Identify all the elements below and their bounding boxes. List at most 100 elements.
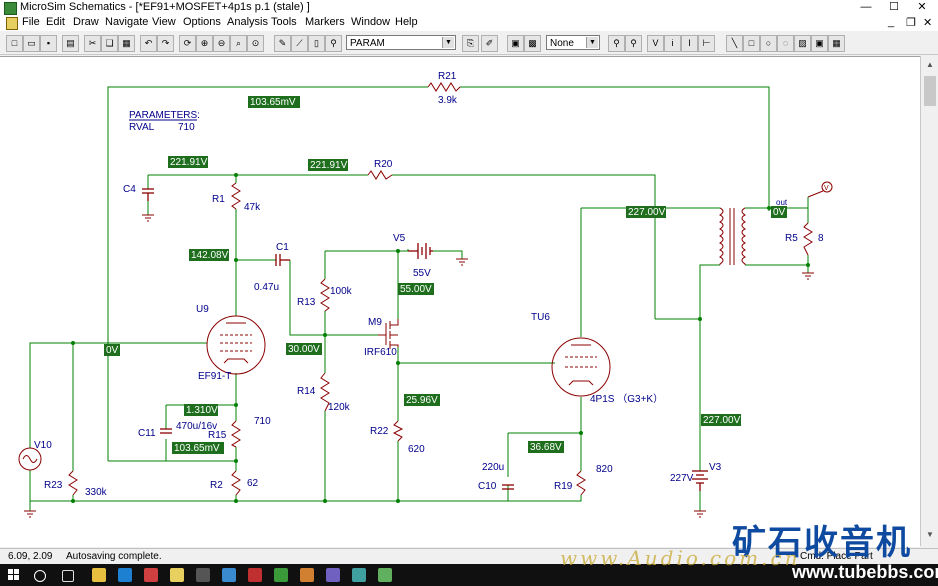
- draw-bus-icon[interactable]: ⟋: [291, 35, 308, 52]
- params-name: RVAL: [129, 122, 155, 133]
- scroll-up-icon[interactable]: ▲: [926, 60, 934, 69]
- doc-close-button[interactable]: ✕: [923, 17, 933, 29]
- edge-icon[interactable]: [118, 568, 132, 582]
- menu-edit[interactable]: Edit: [46, 16, 65, 28]
- menu-view[interactable]: View: [152, 16, 176, 28]
- draw-line-icon[interactable]: ╲: [726, 35, 743, 52]
- scroll-thumb[interactable]: [924, 76, 936, 106]
- zoom-fit-icon[interactable]: ⊙: [247, 35, 264, 52]
- chevron-down-icon[interactable]: ▼: [442, 37, 454, 48]
- mosfet-m9: [378, 319, 399, 349]
- copy-icon[interactable]: ❏: [101, 35, 118, 52]
- app-icon-6[interactable]: [300, 568, 314, 582]
- part-label: C4: [123, 184, 136, 195]
- draw-arc-icon[interactable]: ◌: [777, 35, 794, 52]
- status-bar: 6.09, 2.09 Autosaving complete. Cmd: Pla…: [0, 548, 938, 565]
- menu-markers[interactable]: Markers: [305, 16, 345, 28]
- menu-options[interactable]: Options: [183, 16, 221, 28]
- voltage-label: 103.65mV: [250, 97, 296, 108]
- app-icon-1[interactable]: [144, 568, 158, 582]
- app-icon-8[interactable]: [352, 568, 366, 582]
- close-button[interactable]: ✕: [917, 1, 927, 13]
- zoom-out-icon[interactable]: ⊖: [213, 35, 230, 52]
- part-label: V3: [709, 462, 722, 473]
- schematics-taskbar-icon[interactable]: [170, 568, 184, 582]
- undo-icon[interactable]: ↶: [140, 35, 157, 52]
- image-icon[interactable]: ▣: [811, 35, 828, 52]
- current-marker-icon[interactable]: Ꭵ: [664, 35, 681, 52]
- paste-icon[interactable]: ▦: [118, 35, 135, 52]
- voltage-label: 30.00V: [288, 344, 320, 355]
- draw-circle-icon[interactable]: ○: [760, 35, 777, 52]
- simulate-icon[interactable]: ▩: [524, 35, 541, 52]
- cut-icon[interactable]: ✂: [84, 35, 101, 52]
- app-icon-3[interactable]: [222, 568, 236, 582]
- part-value: 820: [596, 464, 613, 475]
- doc-minimize-button[interactable]: _: [888, 16, 895, 28]
- app-icon-7[interactable]: [326, 568, 340, 582]
- voltage-label: 1.310V: [186, 405, 218, 416]
- menu-navigate[interactable]: Navigate: [105, 16, 149, 28]
- save-icon[interactable]: ▪: [40, 35, 57, 52]
- app-icon-9[interactable]: [378, 568, 392, 582]
- draw-rect-icon[interactable]: □: [743, 35, 760, 52]
- zoom-area-icon[interactable]: ⌕: [230, 35, 247, 52]
- draw-wire-icon[interactable]: ✎: [274, 35, 291, 52]
- app-icon-4[interactable]: [248, 568, 262, 582]
- part-combo[interactable]: PARAM ▼: [346, 35, 456, 50]
- app-icon-2[interactable]: [196, 568, 210, 582]
- part-value: 710: [254, 416, 271, 427]
- probe-icon[interactable]: ⚲: [608, 35, 625, 52]
- print-icon[interactable]: ▤: [62, 35, 79, 52]
- menu-tools[interactable]: Tools: [271, 16, 297, 28]
- scroll-down-icon[interactable]: ▼: [926, 530, 934, 539]
- menu-draw[interactable]: Draw: [73, 16, 99, 28]
- vertical-scrollbar[interactable]: ▲ ▼: [920, 56, 938, 546]
- menu-help[interactable]: Help: [395, 16, 418, 28]
- edit-symbol-icon[interactable]: ⎘: [462, 35, 479, 52]
- part-value: IRF610: [364, 347, 397, 358]
- get-part-icon[interactable]: ⚲: [325, 35, 342, 52]
- chevron-down-icon[interactable]: ▼: [586, 37, 598, 48]
- bias-display-icon[interactable]: ⊢: [698, 35, 715, 52]
- part-label: R5: [785, 233, 798, 244]
- grounds: [24, 214, 814, 518]
- redo-icon[interactable]: ↷: [157, 35, 174, 52]
- open-icon[interactable]: ▭: [23, 35, 40, 52]
- watermark-logo: 矿石收音机: [732, 523, 912, 563]
- draw-block-icon[interactable]: ▯: [308, 35, 325, 52]
- part-label: U9: [196, 304, 209, 315]
- new-icon[interactable]: □: [6, 35, 23, 52]
- schematic-canvas[interactable]: V PARAMETERS: RVAL 710 103.65mV 221.91V …: [0, 56, 920, 547]
- color-icon[interactable]: ▨: [794, 35, 811, 52]
- none-combo[interactable]: None ▼: [546, 35, 600, 50]
- menu-file[interactable]: File: [22, 16, 40, 28]
- windows-start-icon[interactable]: [8, 569, 20, 581]
- voltage-marker-icon[interactable]: V: [647, 35, 664, 52]
- search-icon[interactable]: [34, 570, 46, 582]
- bitmap-icon[interactable]: ▦: [828, 35, 845, 52]
- part-value: 470u/16v: [176, 421, 217, 432]
- maximize-button[interactable]: ☐: [889, 1, 899, 13]
- enable-bias-icon[interactable]: I: [681, 35, 698, 52]
- app-icon-5[interactable]: [274, 568, 288, 582]
- part-label: C1: [276, 242, 289, 253]
- document-icon[interactable]: [6, 17, 18, 30]
- part-label: R1: [212, 194, 225, 205]
- part-value: 8: [818, 233, 824, 244]
- zoom-in-icon[interactable]: ⊕: [196, 35, 213, 52]
- edit-attributes-icon[interactable]: ✐: [481, 35, 498, 52]
- task-view-icon[interactable]: [62, 570, 74, 582]
- status-message: Autosaving complete.: [66, 551, 162, 562]
- part-label: R14: [297, 386, 316, 397]
- probe-current-icon[interactable]: ⚲: [625, 35, 642, 52]
- file-explorer-icon[interactable]: [92, 568, 106, 582]
- minimize-button[interactable]: —: [860, 1, 872, 13]
- doc-restore-button[interactable]: ❐: [906, 17, 916, 29]
- redraw-icon[interactable]: ⟳: [179, 35, 196, 52]
- voltage-probe-icon[interactable]: [807, 181, 833, 198]
- part-value: 55V: [413, 268, 431, 279]
- menu-window[interactable]: Window: [351, 16, 391, 28]
- menu-analysis[interactable]: Analysis: [227, 16, 268, 28]
- setup-analysis-icon[interactable]: ▣: [507, 35, 524, 52]
